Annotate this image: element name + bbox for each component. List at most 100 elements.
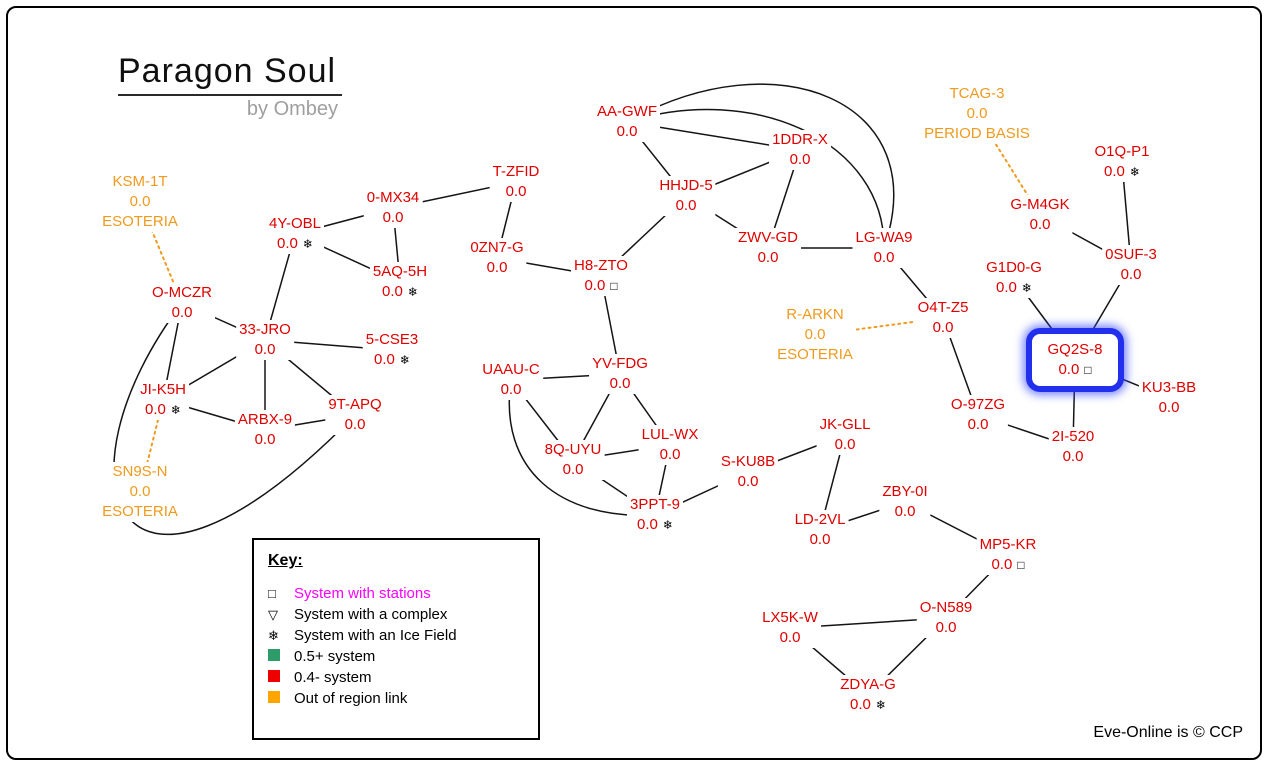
security-status: 0.0 xyxy=(920,618,973,638)
security-status: 0.0 xyxy=(951,415,1005,435)
security-value: 0.0 xyxy=(1158,399,1180,416)
security-status: 0.0 xyxy=(1010,215,1069,235)
title-block: Paragon Soul by Ombey xyxy=(118,52,343,121)
system-3PPT-9[interactable]: 3PPT-9 0.0❄ xyxy=(626,495,684,535)
security-status: 0.0 xyxy=(367,208,420,228)
system-name: KSM-1T xyxy=(112,173,168,190)
key-legend: Key: □System with stations▽System with a… xyxy=(252,538,540,740)
security-value: 0.0 xyxy=(1029,216,1051,233)
security-status: 0.0 xyxy=(721,472,775,492)
ice-field-icon: ❄ xyxy=(875,698,886,712)
key-swatch-wrap xyxy=(268,649,294,664)
security-status: 0.0❄ xyxy=(840,695,896,715)
security-value: 0.0 xyxy=(486,259,508,276)
key-item: 0.4- system xyxy=(268,667,524,688)
security-value: 0.0 xyxy=(737,473,759,490)
key-swatch-wrap xyxy=(268,691,294,706)
security-value: 0.0 xyxy=(1062,448,1084,465)
station-icon: □ xyxy=(610,279,618,293)
security-status: 0.0□ xyxy=(1047,360,1102,380)
system-name: T-ZFID xyxy=(492,163,540,180)
system-name: 5-CSE3 xyxy=(365,331,419,348)
security-status: 0.0❄ xyxy=(140,400,186,420)
security-value: 0.0 xyxy=(382,283,403,300)
security-value: 0.0 xyxy=(1120,266,1142,283)
system-name: 3PPT-9 xyxy=(629,496,681,513)
key-label: Out of region link xyxy=(294,690,408,707)
map-title: Paragon Soul xyxy=(118,52,343,96)
key-item: ❄System with an Ice Field xyxy=(268,625,524,646)
security-status: 0.0 xyxy=(1052,447,1095,467)
key-swatch-wrap xyxy=(268,670,294,685)
system-name: O-MCZR xyxy=(152,284,212,301)
system-name: AA-GWF xyxy=(597,103,657,120)
security-status: 0.0 xyxy=(328,415,381,435)
system-name: LD-2VL xyxy=(794,511,846,528)
system-O-MCZR[interactable]: O-MCZR 0.0 xyxy=(149,283,215,323)
security-status: 0.0❄ xyxy=(373,282,427,302)
security-status: 0.0 xyxy=(482,380,540,400)
system-name: JK-GLL xyxy=(819,416,871,433)
system-name: R-ARKN xyxy=(786,306,844,323)
security-status: 0.0 xyxy=(924,104,1030,124)
system-name: 8Q-UYU xyxy=(544,441,602,458)
security-status: 0.0 xyxy=(918,318,969,338)
security-status: 0.0 xyxy=(772,150,828,170)
security-status: 0.0❄ xyxy=(630,515,680,535)
system-name: YV-FDG xyxy=(592,355,648,372)
system-AA-GWF[interactable]: AA-GWF 0.0 xyxy=(594,102,660,142)
security-value: 0.0 xyxy=(500,381,522,398)
system-8Q-UYU[interactable]: 8Q-UYU 0.0 xyxy=(541,440,605,480)
security-status: 0.0 xyxy=(545,460,602,480)
security-value: 0.0 xyxy=(789,151,811,168)
security-value: 0.0 xyxy=(996,279,1017,296)
system-name: 33-JRO xyxy=(239,321,291,338)
security-status: 0.0 xyxy=(152,303,212,323)
system-name: G1D0-G xyxy=(986,259,1042,276)
security-status: 0.0 xyxy=(1105,265,1157,285)
security-value: 0.0 xyxy=(659,446,681,463)
key-label: 0.5+ system xyxy=(294,648,376,665)
security-value: 0.0 xyxy=(616,123,638,140)
